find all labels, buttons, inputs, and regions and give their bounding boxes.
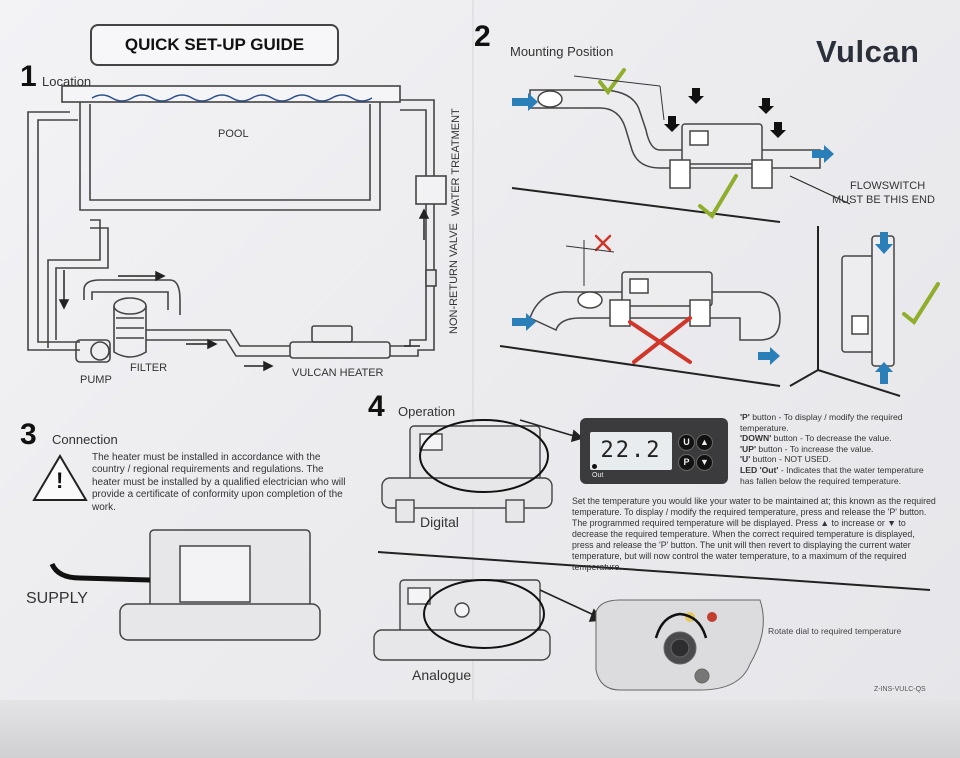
legend-text: button - To decrease the value. [771,433,892,444]
digital-heater [381,419,553,523]
section4-lines [377,419,931,622]
legend-p: 'P' button - To display / modify the req… [740,412,930,433]
analogue-heater [373,579,551,661]
fold-line [472,0,474,720]
section4-number: 4 [368,390,385,423]
button-legend: 'P' button - To display / modify the req… [740,412,930,486]
document-code: Z-INS-VULC-QS [874,686,926,693]
dimension-lines [565,75,665,286]
pump-label: PUMP [80,374,112,386]
flowswitch-line1: FLOWSWITCH [850,180,926,192]
table-surface [0,700,960,758]
section1-number: 1 [20,60,37,93]
blue-flow-arrows [512,93,893,384]
legend-key: LED 'Out' [740,464,779,475]
p-button[interactable]: P [678,454,695,471]
section3-title: Connection [52,432,118,447]
section2-lines [499,175,901,397]
cross-marks [594,234,692,364]
legend-key: 'DOWN' [740,433,772,444]
section1-title: Location [42,74,92,89]
legend-key: 'UP' [740,443,757,454]
out-led-icon [592,464,597,469]
connection-warning-text: The heater must be installed in accordan… [92,452,346,513]
operation-instructions: Set the temperature you would like your … [572,496,936,572]
section4-title: Operation [398,404,456,419]
legend-down: 'DOWN' button - To decrease the value. [740,433,930,444]
digital-display-panel: 22.2 Out U ▲ P ▼ [580,418,728,484]
up-arrow-button[interactable]: ▲ [696,434,713,451]
out-label: Out [592,472,604,479]
section3-number: 3 [20,418,37,451]
tick-marks [598,68,940,325]
guide-title: QUICK SET-UP GUIDE [90,24,339,66]
legend-text: button - To display / modify the require… [740,412,903,433]
mounting-correct [529,89,821,189]
filter-label: FILTER [130,362,168,374]
temperature-readout: 22.2 [590,432,672,470]
warning-triangle [32,454,88,501]
legend-text: - Indicates that the water temperature h… [740,464,924,486]
vulcan-logo: Vulcan [816,34,920,69]
non-return-valve-label: NON-RETURN VALVE [448,223,460,334]
legend-up: 'UP' button - To increase the value. [740,444,930,455]
flowswitch-line2: MUST BE THIS END [832,194,935,206]
heater-label: VULCAN HEATER [292,367,384,379]
legend-text: button - To increase the value. [756,443,874,454]
down-arrow-button[interactable]: ▼ [696,454,713,471]
mounting-vertical [841,235,895,367]
flow-arrows [58,208,430,372]
screw-arrows [664,88,786,138]
connection-heater [49,529,321,641]
section2-number: 2 [474,20,491,53]
legend-key: 'U' [740,454,751,465]
rotate-dial-note: Rotate dial to required temperature [768,626,902,636]
legend-text: button - NOT USED. [750,454,831,465]
legend-u: 'U' button - NOT USED. [740,454,930,465]
mounting-incorrect [529,271,781,341]
pool-label: POOL [218,128,249,140]
u-button[interactable]: U [678,434,695,451]
digital-label: Digital [420,514,459,530]
analogue-label: Analogue [412,667,472,683]
legend-key: 'P' [740,412,750,422]
dial-photo [595,599,764,691]
warning-exclamation-icon: ! [56,468,64,493]
legend-led: LED 'Out' - Indicates that the water tem… [740,465,930,486]
section2-title: Mounting Position [510,44,614,59]
supply-label: SUPPLY [26,590,88,607]
pool-diagram [27,85,447,363]
water-treatment-label: WATER TREATMENT [450,108,462,216]
